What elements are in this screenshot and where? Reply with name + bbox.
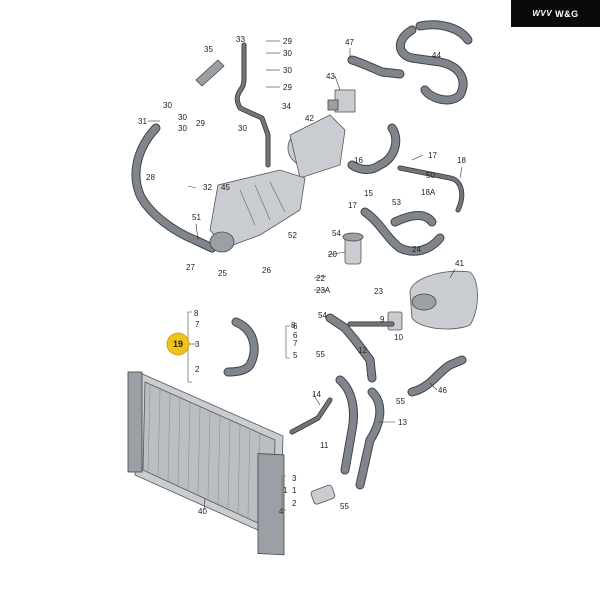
label-45: 45 <box>221 183 230 192</box>
label-50: 50 <box>426 171 435 180</box>
label-53: 53 <box>392 198 401 207</box>
label-30e: 30 <box>178 124 187 133</box>
label-11: 11 <box>320 441 329 450</box>
label-2: 2 <box>195 365 200 374</box>
label-29c: 29 <box>196 119 205 128</box>
label-51: 51 <box>192 213 201 222</box>
label-55b: 55 <box>396 397 405 406</box>
label-42: 42 <box>305 114 314 123</box>
hose-44 <box>395 20 473 105</box>
part-labels: 35 33 29 30 30 29 47 44 30 31 30 30 29 2… <box>138 35 466 516</box>
label-54b: 54 <box>318 311 327 320</box>
hose-19 <box>223 317 259 377</box>
callout-19-label: 19 <box>173 339 183 349</box>
label-32: 32 <box>203 183 212 192</box>
label-52: 52 <box>288 231 297 240</box>
label-23a: 23A <box>316 286 331 295</box>
label-15: 15 <box>364 189 373 198</box>
label-13: 13 <box>398 418 407 427</box>
label-29: 29 <box>283 37 292 46</box>
label-47: 47 <box>345 38 354 47</box>
label-30c: 30 <box>163 101 172 110</box>
label-1: 1 <box>292 486 297 495</box>
hose-47 <box>347 55 405 79</box>
label-10: 10 <box>394 333 403 342</box>
label-41: 41 <box>455 259 464 268</box>
label-54: 54 <box>332 229 341 238</box>
hose-13 <box>355 387 385 490</box>
fitting-10 <box>387 311 403 331</box>
label-26: 26 <box>262 266 271 275</box>
label-6b: 6 <box>293 331 298 340</box>
manifold-45 <box>209 169 306 253</box>
label-8: 8 <box>194 309 199 318</box>
label-17b: 17 <box>348 201 357 210</box>
label-44: 44 <box>432 51 441 60</box>
hose-24 <box>360 207 445 256</box>
pipe-14 <box>289 397 333 435</box>
label-9: 9 <box>380 315 385 324</box>
label-55c: 55 <box>340 502 349 511</box>
housing-42 <box>287 114 346 179</box>
label-34: 34 <box>282 102 291 111</box>
brand-logo-text: W&G <box>555 8 579 19</box>
hose-46 <box>407 355 467 397</box>
label-5: 5 <box>293 351 298 360</box>
reservoir-41 <box>409 270 478 330</box>
label-30b: 30 <box>283 66 292 75</box>
pump-20 <box>342 232 364 265</box>
label-16: 16 <box>354 156 363 165</box>
valve-43 <box>327 89 356 113</box>
label-20: 20 <box>328 250 337 259</box>
label-29b: 29 <box>283 83 292 92</box>
brand-mark: WVV <box>532 9 553 18</box>
hose-12 <box>325 313 377 383</box>
label-31: 31 <box>138 117 147 126</box>
label-43: 43 <box>326 72 335 81</box>
label-2b: 2 <box>292 499 297 508</box>
hose-11 <box>335 375 358 475</box>
brand-logo: WVV W&G <box>511 0 600 27</box>
label-22: 22 <box>316 274 325 283</box>
callout-19: 19 <box>166 332 196 356</box>
label-35: 35 <box>204 45 213 54</box>
label-27: 27 <box>186 263 195 272</box>
label-4: 4 <box>279 507 284 516</box>
hose-28 <box>131 123 217 253</box>
label-6: 6 <box>293 322 298 331</box>
label-8b: 8 <box>291 321 296 330</box>
label-23: 23 <box>374 287 383 296</box>
label-55: 55 <box>316 350 325 359</box>
label-33: 33 <box>236 35 245 44</box>
label-3b: 3 <box>292 474 297 483</box>
part-35 <box>195 59 225 87</box>
label-30d: 30 <box>178 113 187 122</box>
label-7b: 7 <box>195 320 200 329</box>
label-30f: 30 <box>238 124 247 133</box>
label-14: 14 <box>312 390 321 399</box>
label-46: 46 <box>438 386 447 395</box>
fitting-1 <box>310 484 336 505</box>
label-3: 3 <box>195 340 200 349</box>
label-24: 24 <box>412 245 421 254</box>
pipe-33 <box>234 42 271 168</box>
label-7: 7 <box>293 339 298 348</box>
bracket-1 <box>281 475 286 511</box>
leader-lines <box>148 40 463 511</box>
radiator <box>127 371 285 556</box>
label-1b: 1 <box>283 486 288 495</box>
label-25: 25 <box>218 269 227 278</box>
label-30: 30 <box>283 49 292 58</box>
label-40: 40 <box>198 507 207 516</box>
hose-16 <box>347 123 401 174</box>
bracket-5 <box>285 325 290 359</box>
label-18a: 18A <box>421 188 436 197</box>
pipe-18 <box>397 165 465 213</box>
label-28: 28 <box>146 173 155 182</box>
label-18: 18 <box>457 156 466 165</box>
label-12: 12 <box>358 346 367 355</box>
label-17: 17 <box>428 151 437 160</box>
